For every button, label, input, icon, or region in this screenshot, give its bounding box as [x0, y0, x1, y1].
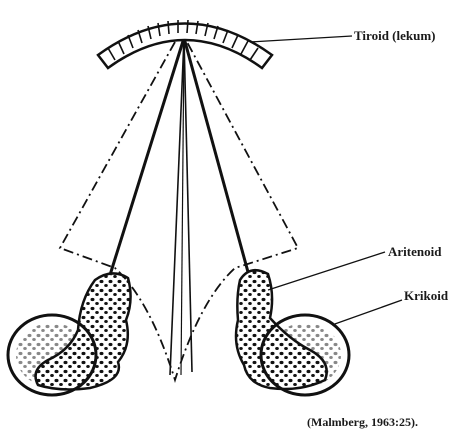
- leader-thyroid: [250, 36, 352, 42]
- label-arytenoid: Aritenoid: [388, 244, 442, 259]
- label-cricoid: Krikoid: [404, 288, 449, 303]
- leader-cricoid: [332, 300, 402, 325]
- figure-caption: (Malmberg, 1963:25).: [307, 415, 418, 430]
- vocal-fold-right: [184, 38, 248, 272]
- leader-arytenoid: [268, 252, 385, 290]
- vocal-fold-left: [110, 38, 184, 275]
- label-thyroid: Tiroid (lekum): [354, 28, 436, 43]
- midline-right: [184, 38, 192, 372]
